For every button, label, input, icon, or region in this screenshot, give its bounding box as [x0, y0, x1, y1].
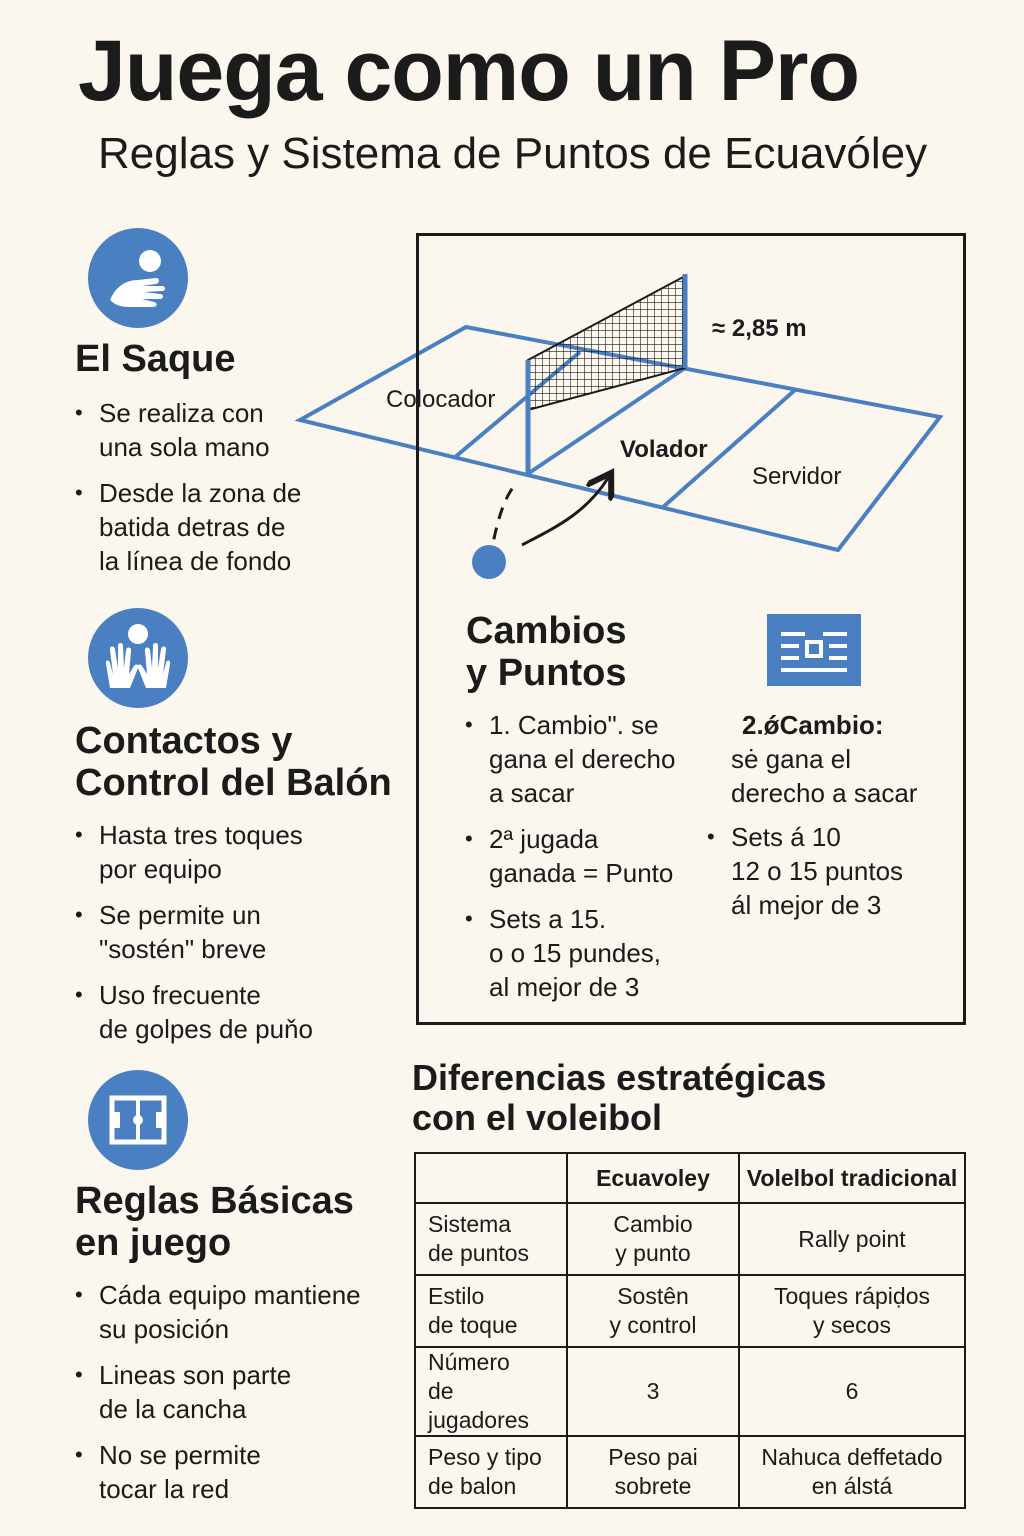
list-item: Lineas son parte de la cancha	[75, 1358, 405, 1426]
table-cell: 6	[738, 1346, 966, 1437]
court-line	[660, 388, 797, 510]
table-header-row: Ecuavoley Volelbol tradicional	[414, 1152, 966, 1204]
list-item: Sets á 10 12 o 15 puntos ál mejor de 3	[707, 820, 952, 922]
table-row: Estilo de toque Sostên y control Toques …	[414, 1274, 966, 1348]
page-subtitle: Reglas y Sistema de Puntos de Ecuavóley	[98, 129, 928, 178]
table-row: Número de jugadores 3 6	[414, 1346, 966, 1437]
table-cell: Estilo de toque	[414, 1274, 568, 1348]
saque-bullets: Se realiza con una sola mano Desde la zo…	[75, 396, 395, 590]
court-line	[524, 366, 687, 477]
list-item: 2ª jugada ganada = Punto	[465, 822, 710, 890]
page-title: Juega como un Pro	[78, 23, 860, 119]
serve-arrow	[521, 478, 608, 547]
table-cell: Cambio y punto	[566, 1202, 740, 1276]
comparison-table: Ecuavoley Volelbol tradicional Sistema d…	[414, 1152, 966, 1509]
court-panel	[416, 233, 966, 1025]
list-item: Hasta tres toques por equipo	[75, 818, 395, 886]
cambios-right-heading: 2.ǿCambio:	[742, 708, 884, 742]
net-height-label: ≈ 2,85 m	[712, 315, 807, 342]
reglas-bullets: Cáda equipo mantiene su posición Lineas …	[75, 1278, 405, 1518]
cambios-right-heading-label: Cambio:	[779, 710, 884, 740]
table-cell: Peso y tipo de balon	[414, 1435, 568, 1509]
table-cell: Número de jugadores	[414, 1346, 568, 1437]
diferencias-title: Diferencias estratégicas con el voleibol	[412, 1057, 827, 1138]
table-cell: 3	[566, 1346, 740, 1437]
section-title-saque: El Saque	[75, 338, 236, 380]
hands-ball-icon	[88, 608, 188, 708]
list-item: Se permite un "sostén" breve	[75, 898, 395, 966]
section-title-contactos: Contactos y Control del Balón	[75, 720, 392, 804]
contactos-bullets: Hasta tres toques por equipo Se permite …	[75, 818, 395, 1058]
serve-hand-icon	[88, 228, 188, 328]
ball-icon	[472, 545, 506, 579]
table-cell: Toques rápiḍos y secos	[738, 1274, 966, 1348]
list-item: Cáda equipo mantiene su posición	[75, 1278, 405, 1346]
cambios-title: Cambios y Puntos	[466, 610, 627, 694]
table-cell: Peso pai sobrete	[566, 1435, 740, 1509]
table-row: Sistema de puntos Cambio y punto Rally p…	[414, 1202, 966, 1276]
court-icon	[88, 1070, 188, 1170]
position-label-servidor: Servidor	[752, 463, 842, 490]
section-title-reglas: Reglas Básicas en juego	[75, 1180, 354, 1264]
table-row: Peso y tipo de balon Peso pai sobrete Na…	[414, 1435, 966, 1509]
list-item: Sets a 15. o o 15 pundes, al mejor de 3	[465, 902, 710, 1004]
cambios-right-heading-num: 2.ǿ	[742, 710, 780, 740]
list-item: Se realiza con una sola mano	[75, 396, 395, 464]
table-header: Volelbol tradicional	[738, 1152, 966, 1204]
list-item: No se permite tocar la red	[75, 1438, 405, 1506]
cambios-right-text: sė gana el derecho a sacar	[731, 744, 918, 808]
position-label-colocador: Colocador	[386, 386, 496, 413]
table-cell: Sistema de puntos	[414, 1202, 568, 1276]
list-item: Uso frecuente de golpes de puňo	[75, 978, 395, 1046]
scoreboard-icon	[767, 614, 861, 686]
list-item: Desde la zona de batida detras de la lín…	[75, 476, 395, 578]
table-cell: Rally point	[738, 1202, 966, 1276]
cambios-right-bullets: Sets á 10 12 o 15 puntos ál mejor de 3	[707, 820, 952, 934]
list-item: 1. Cambio". se gana el derecho a sacar	[465, 708, 710, 810]
table-cell: Nahuca deffetado en álstá	[738, 1435, 966, 1509]
position-label-volador: Volador	[620, 436, 708, 463]
cambios-left-bullets: 1. Cambio". se gana el derecho a sacar 2…	[465, 708, 710, 1016]
court-outline	[294, 324, 944, 553]
table-header	[414, 1152, 568, 1204]
table-cell: Sostên y control	[566, 1274, 740, 1348]
table-header: Ecuavoley	[566, 1152, 740, 1204]
court-diagram	[294, 274, 944, 579]
